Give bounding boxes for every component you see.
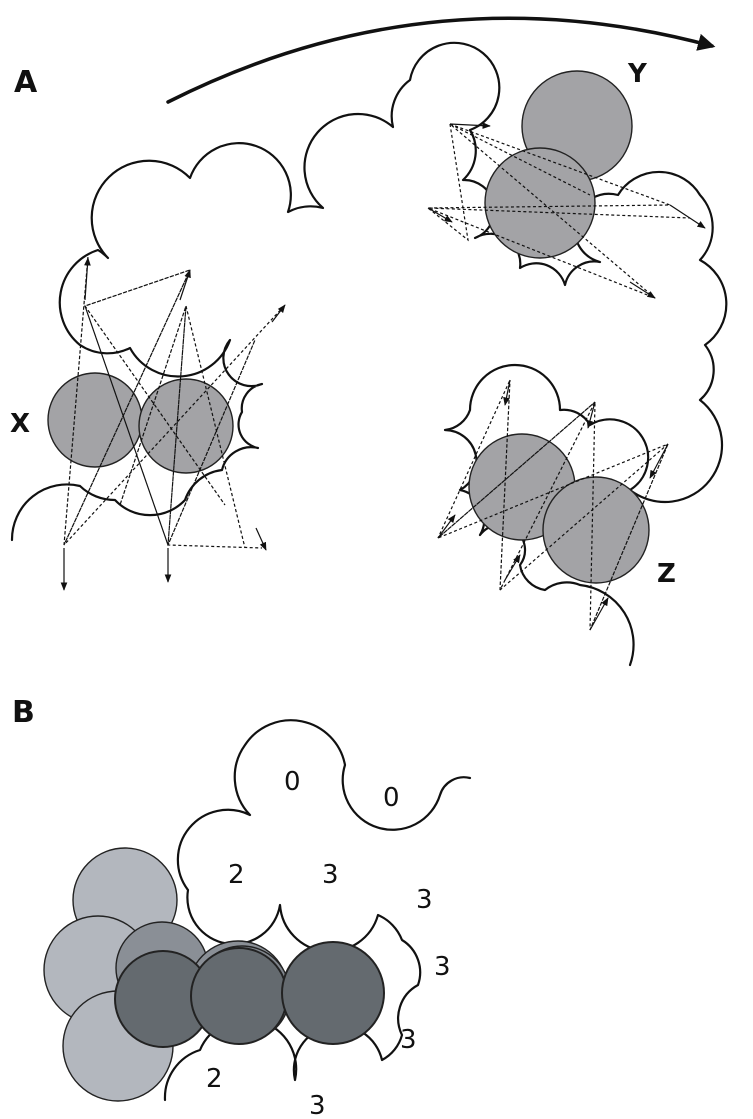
panel-a-label: A bbox=[14, 65, 38, 100]
atom bbox=[191, 948, 287, 1044]
ray-arrow bbox=[256, 528, 266, 550]
count-label: 2 bbox=[206, 1064, 223, 1094]
count-label: 3 bbox=[309, 1091, 326, 1119]
count-label: 0 bbox=[284, 767, 301, 797]
molecule-b-dark bbox=[115, 942, 384, 1047]
atom bbox=[282, 942, 384, 1044]
ray-arrow bbox=[85, 258, 88, 300]
atom bbox=[485, 148, 595, 258]
panel-b: B 0 0 2 3 3 3 3 2 3 bbox=[12, 695, 470, 1119]
ray-arrow bbox=[272, 305, 285, 322]
panel-a: A bbox=[10, 18, 726, 665]
count-label: 0 bbox=[383, 783, 400, 813]
ray-arrow bbox=[428, 208, 452, 222]
ray-arrow bbox=[505, 555, 520, 580]
atom bbox=[543, 477, 649, 583]
ray-arrow bbox=[650, 444, 668, 478]
panel-b-label: B bbox=[12, 695, 35, 730]
site-label-z: Z bbox=[657, 559, 676, 589]
atom bbox=[48, 373, 142, 467]
ray-arrow bbox=[670, 205, 705, 228]
count-label: 3 bbox=[322, 860, 339, 890]
ray-arrow bbox=[590, 598, 608, 630]
site-label-y: Y bbox=[627, 59, 648, 89]
count-label: 2 bbox=[228, 860, 245, 890]
ray-arrow bbox=[180, 270, 190, 300]
ray-arrow bbox=[630, 282, 655, 298]
count-label: 3 bbox=[434, 952, 451, 982]
count-label: 3 bbox=[400, 1025, 417, 1055]
site-label-x: X bbox=[10, 409, 30, 439]
count-label: 3 bbox=[416, 885, 433, 915]
atom bbox=[139, 379, 233, 473]
molecule-z bbox=[469, 434, 649, 583]
